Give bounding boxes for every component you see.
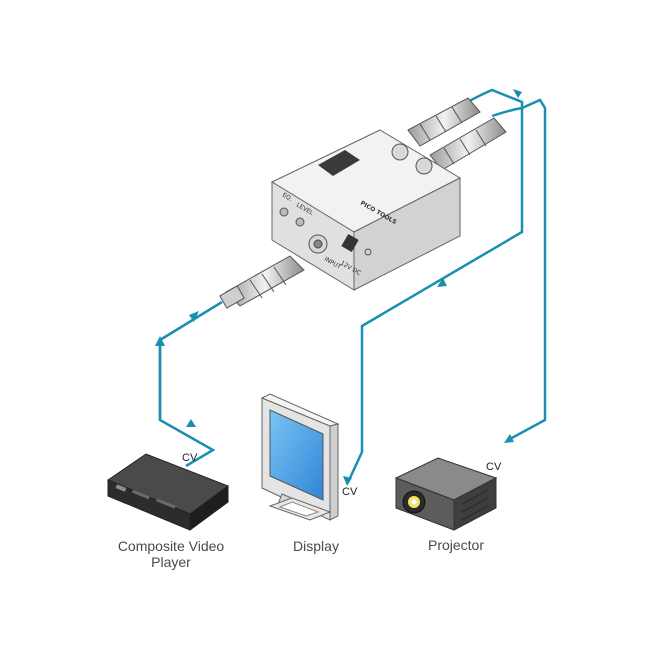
- projector-cv-label: CV: [486, 461, 502, 473]
- composite-video-player: [106, 453, 230, 531]
- eq-trimmer: [279, 207, 289, 217]
- device-side-face: [353, 177, 461, 291]
- projector-label: Projector: [427, 537, 485, 553]
- arrow-display-down-2: [343, 476, 352, 486]
- bnc-output-cable-1: [407, 97, 481, 147]
- output-bnc-port-1: [391, 143, 409, 161]
- arrow-display-down-3: [513, 89, 522, 98]
- arrow-source-up-1: [155, 336, 165, 346]
- bnc-input-cable: [219, 255, 305, 309]
- cable-source-to-device: [158, 300, 223, 468]
- cable-device-to-projector: [491, 98, 547, 442]
- arrow-display-down-1: [437, 278, 447, 287]
- display-screen: [269, 409, 324, 501]
- eq-label: EQ.: [281, 192, 294, 203]
- arrow-projector-down: [504, 434, 514, 443]
- source-label-line2: Player: [151, 554, 191, 570]
- power-jack: [341, 233, 359, 253]
- kramer-logo: [318, 150, 360, 176]
- level-trimmer: [295, 217, 305, 227]
- arrow-source-up-3: [186, 419, 196, 427]
- output-bnc-port-2: [415, 157, 433, 175]
- display-monitor: [260, 393, 340, 521]
- display-cv-label: CV: [342, 486, 358, 498]
- display-label: Display: [293, 538, 339, 554]
- source-cv-label: CV: [182, 452, 198, 464]
- arrow-source-up-2: [189, 311, 199, 322]
- source-label-line1: Composite Video: [117, 538, 225, 554]
- pico-tools-device: PICO TOOLS EQ. LEVEL INPUT 12V DC: [270, 129, 462, 291]
- source-label: Composite Video Player: [96, 538, 246, 570]
- input-bnc-pin: [313, 239, 323, 249]
- projector: [394, 457, 498, 531]
- ground-icon: [364, 248, 372, 256]
